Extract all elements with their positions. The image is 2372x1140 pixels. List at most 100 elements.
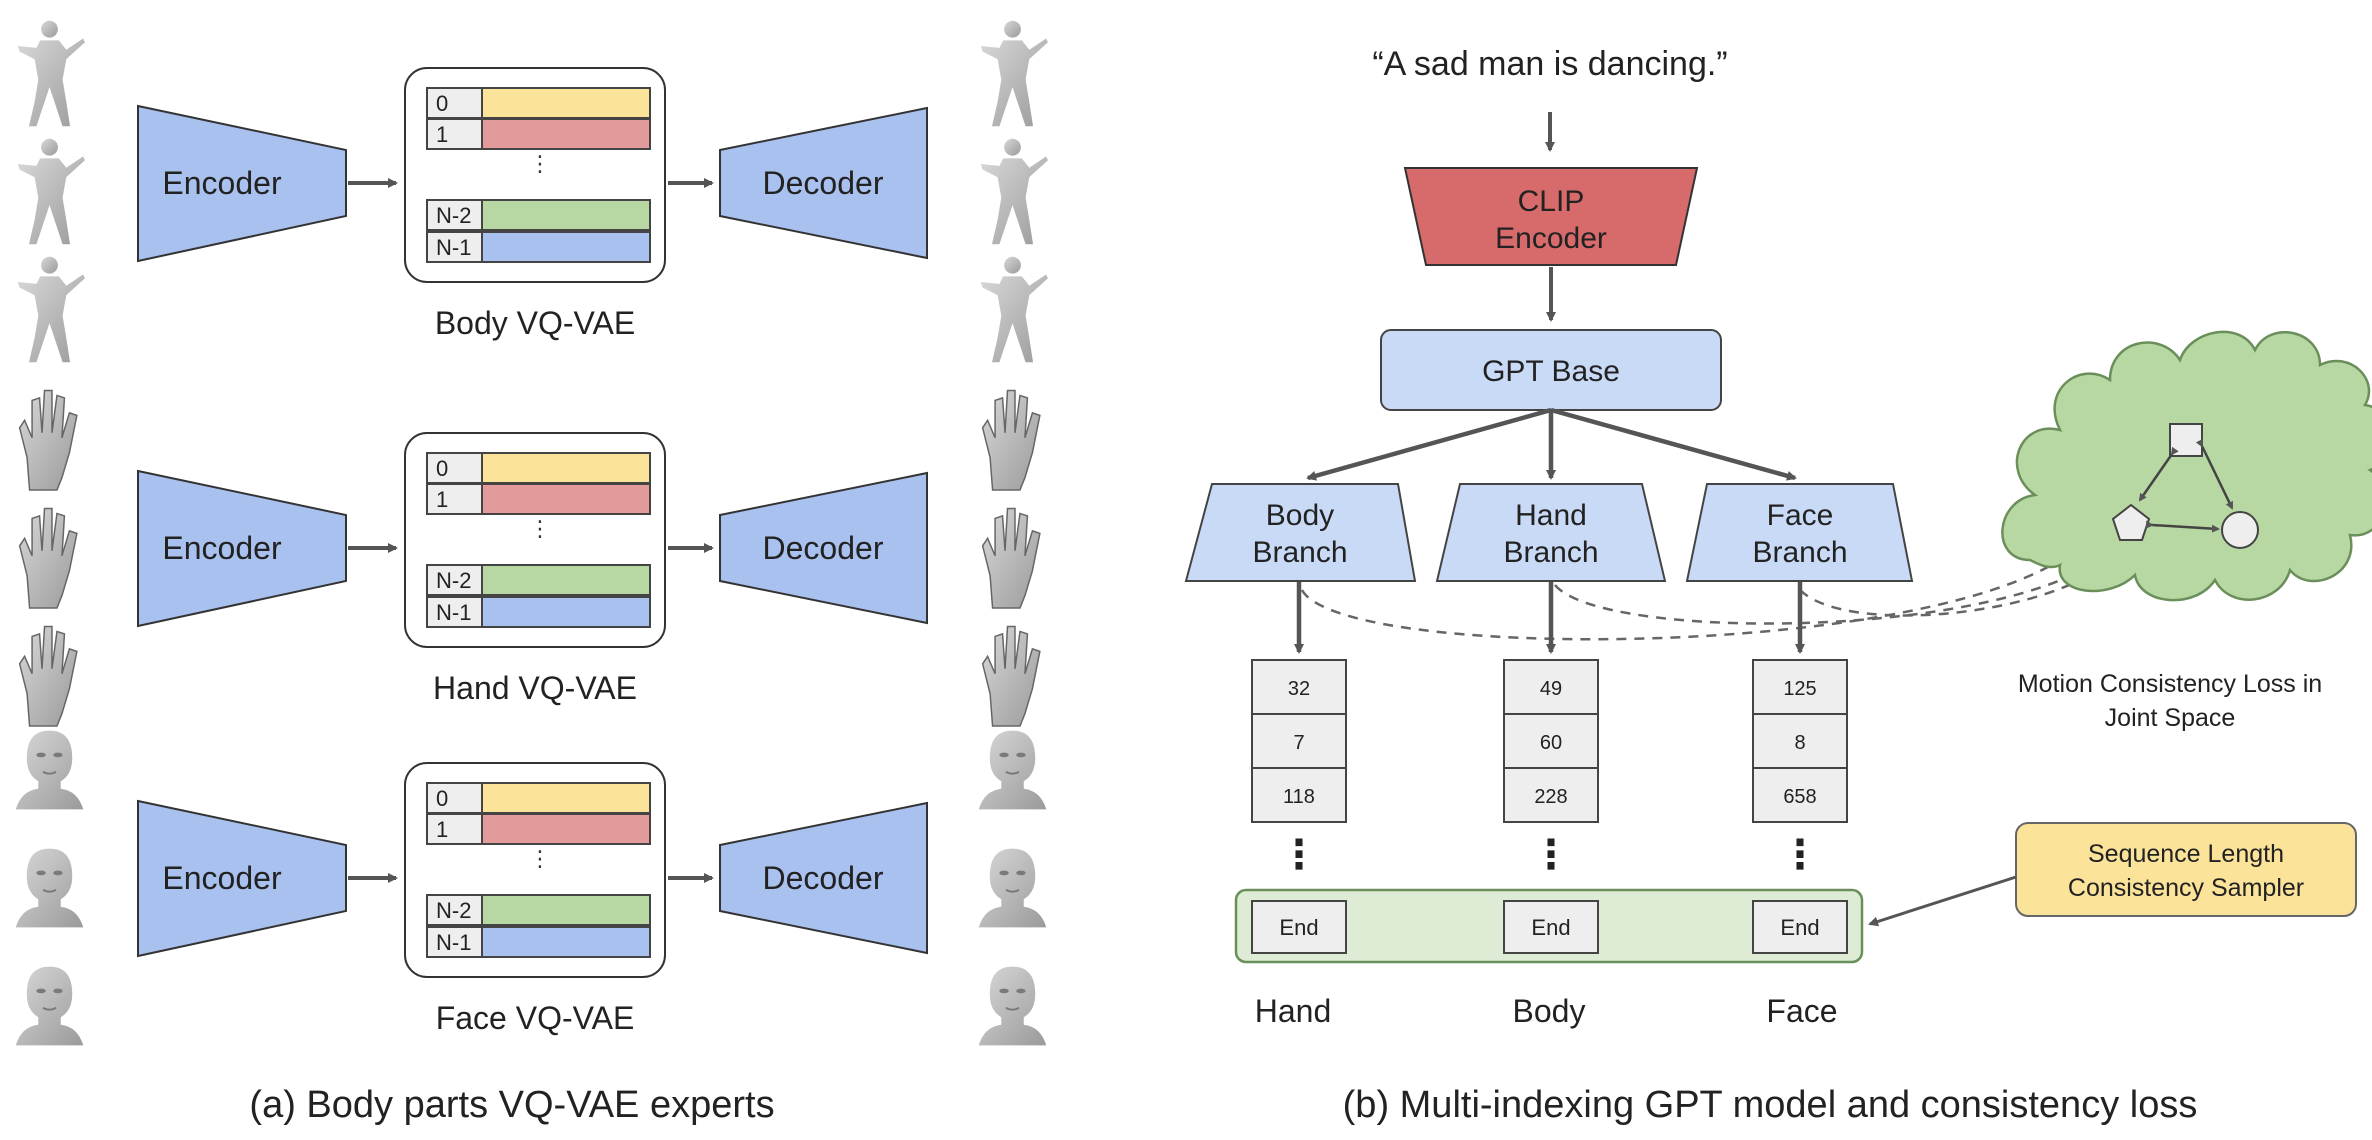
consistency-loss-cloud (2001, 330, 2372, 602)
codebook-index-label: N-2 (436, 898, 471, 923)
token-cell (1752, 713, 1848, 769)
loss-edge-square-pentagon (2138, 446, 2179, 502)
gpt-to-body-branch-arrow (1306, 407, 1552, 481)
token-ellipsis: ⋮ (1279, 833, 1319, 877)
face-head-icon (14, 729, 85, 811)
codebook-entry (481, 926, 651, 958)
sampler-block (2015, 822, 2357, 917)
codebook-ellipsis: ⋮ (529, 151, 551, 176)
codebook-index-label: 0 (436, 786, 448, 811)
hand-branch-block (1435, 483, 1667, 582)
codebook-index-label: 0 (436, 456, 448, 481)
face-head-icon (14, 847, 85, 929)
body-branch-block (1184, 483, 1417, 582)
hand-icon (18, 625, 78, 727)
codebook-index-label: N-1 (436, 930, 471, 955)
token-cell (1251, 713, 1347, 769)
end-token-label: End (1780, 915, 1819, 940)
gpt-to-face-branch-arrow (1550, 407, 1797, 481)
token-value: 32 (1288, 678, 1310, 700)
loss-caption-line2: Joint Space (2105, 704, 2236, 732)
codebook-entry (481, 231, 651, 263)
codebook-index-cell (426, 894, 483, 926)
codebook-index-label: 1 (436, 122, 448, 147)
codebook-index-cell (426, 118, 483, 150)
loss-pentagon-node (2111, 503, 2151, 541)
vqvae-name: Body VQ-VAE (435, 305, 635, 341)
text-prompt: “A sad man is dancing.” (1372, 45, 1727, 83)
decoder-block (719, 106, 928, 260)
body-branch-line1: Body (1266, 499, 1334, 532)
encoder-block (137, 469, 347, 628)
token-value: 7 (1293, 732, 1304, 754)
codebook-entry (481, 813, 651, 845)
hand-icon (981, 625, 1041, 727)
clip-label-line2: Encoder (1495, 222, 1607, 255)
decoder-label: Decoder (763, 530, 884, 566)
codebook-index-label: 1 (436, 817, 448, 842)
encoder-block (137, 104, 347, 263)
vqvae-name: Face VQ-VAE (436, 1000, 635, 1036)
face-head-icon (14, 965, 85, 1047)
codebook-ellipsis: ⋮ (529, 516, 551, 541)
decoder-label: Decoder (763, 165, 884, 201)
loss-caption-line1: Motion Consistency Loss in (2018, 670, 2322, 698)
token-value: 49 (1540, 678, 1562, 700)
token-cell (1251, 767, 1347, 823)
body-figure-icon (980, 138, 1048, 245)
token-value: 60 (1540, 732, 1562, 754)
hand-icon (981, 389, 1041, 491)
codebook-index-label: N-1 (436, 600, 471, 625)
codebook-entry (481, 483, 651, 515)
decoder-block (719, 801, 928, 955)
column-label: Body (1513, 993, 1586, 1029)
body-branch-line2: Branch (1252, 536, 1347, 569)
codebook-index-cell (426, 813, 483, 845)
end-token-cell (1251, 900, 1347, 954)
codebook-entry (481, 118, 651, 150)
token-cell (1752, 659, 1848, 715)
hand-branch-line2: Branch (1503, 536, 1598, 569)
codebook-entry (481, 452, 651, 484)
decoder-label: Decoder (763, 860, 884, 896)
token-cell (1752, 767, 1848, 823)
face-branch-line2: Branch (1752, 536, 1847, 569)
sampler-line1: Sequence Length (2088, 840, 2284, 868)
face-head-icon (977, 847, 1048, 929)
codebook-index-cell (426, 926, 483, 958)
clip-encoder-block (1403, 167, 1699, 266)
codebook-index-label: N-2 (436, 203, 471, 228)
loss-edge-square-circle (2195, 438, 2234, 510)
face-branch-block (1685, 483, 1914, 582)
column-label: Face (1766, 993, 1837, 1029)
sampler-arrow (1868, 875, 2017, 927)
token-value: 8 (1794, 732, 1805, 754)
sampler-line2: Consistency Sampler (2068, 874, 2304, 902)
face-head-icon (977, 729, 1048, 811)
token-cell (1503, 659, 1599, 715)
caption-a: (a) Body parts VQ-VAE experts (249, 1084, 774, 1126)
token-cell (1503, 713, 1599, 769)
codebook-index-label: 0 (436, 91, 448, 116)
vqvae-name: Hand VQ-VAE (433, 670, 637, 706)
body-figure-icon (17, 20, 85, 127)
token-value: 125 (1783, 678, 1816, 700)
hand-icon (18, 507, 78, 609)
codebook-index-label: N-2 (436, 568, 471, 593)
gpt-base-label: GPT Base (1482, 355, 1620, 388)
token-cell (1503, 767, 1599, 823)
encoder-label: Encoder (162, 165, 282, 201)
loss-square-node (2169, 423, 2203, 457)
token-ellipsis: ⋮ (1780, 833, 1820, 877)
token-value: 228 (1534, 786, 1567, 808)
codebook-entry (481, 782, 651, 814)
